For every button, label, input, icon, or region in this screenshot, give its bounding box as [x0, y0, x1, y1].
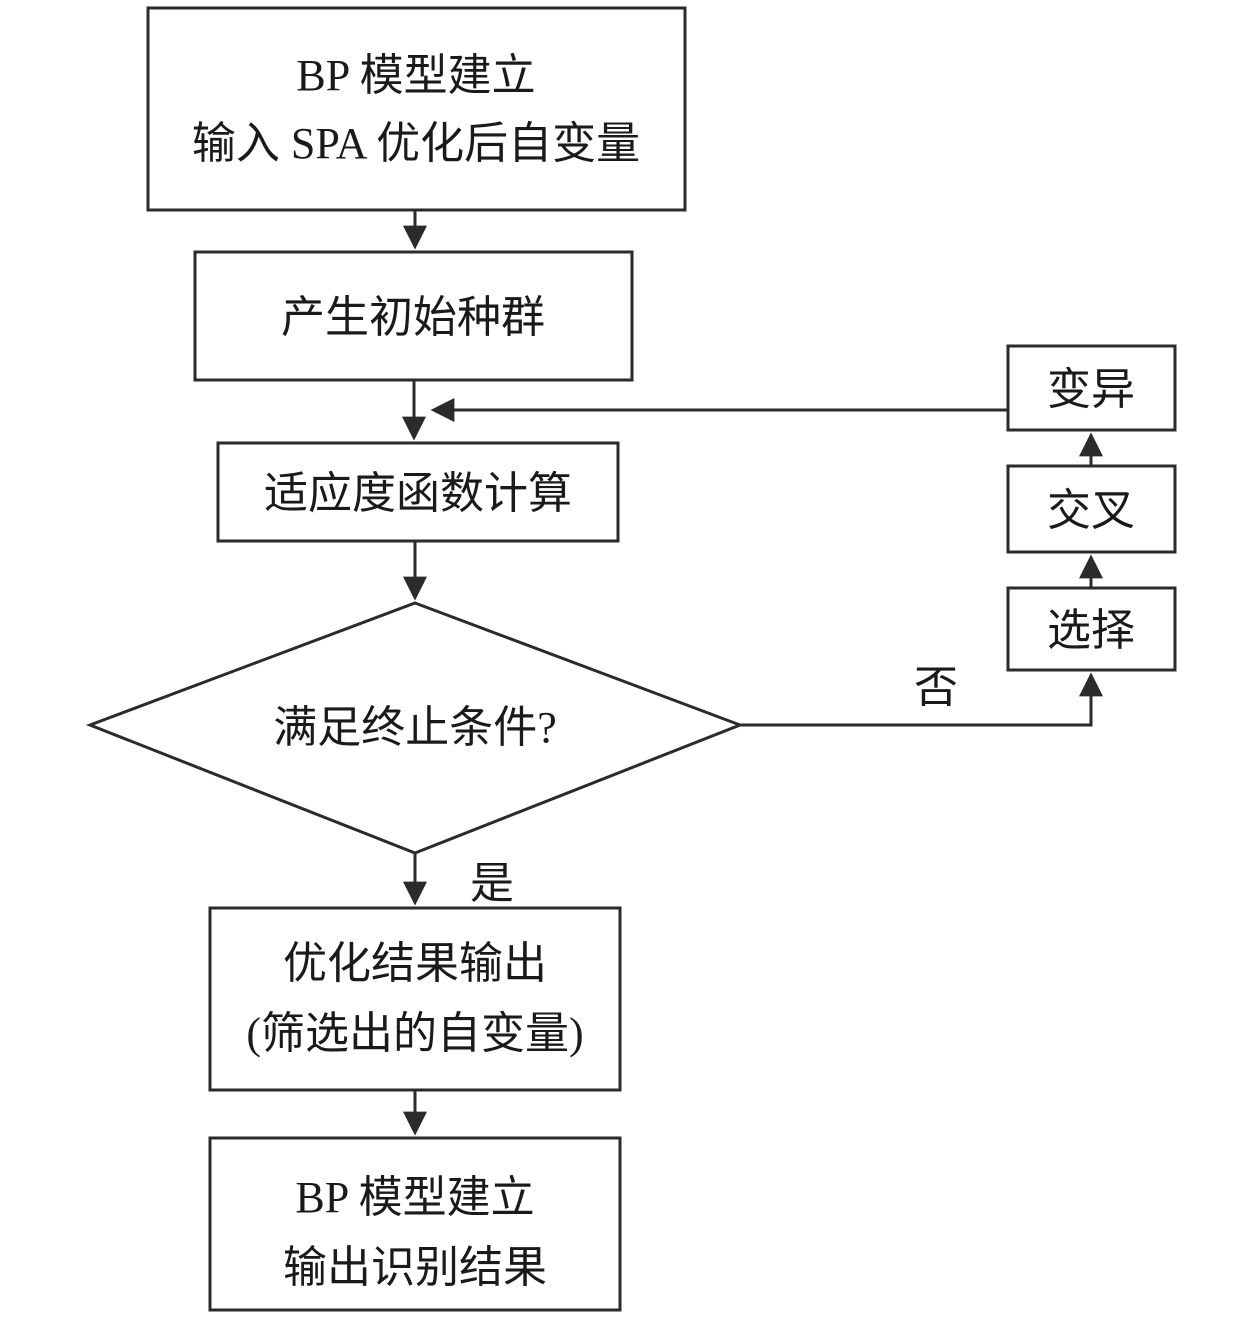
crossover-node [1006, 464, 1177, 554]
bp-model-input-node [146, 6, 687, 212]
initial-population-node [193, 250, 634, 382]
bp-model-input-label-line2: 输入 SPA 优化后自变量 [192, 119, 640, 168]
optimization-output-label-line1: 优化结果输出 [283, 939, 547, 988]
selection-node [1006, 586, 1177, 672]
edge-label-no: 否 [914, 663, 958, 712]
bp-model-output-label-line2: 输出识别结果 [283, 1243, 547, 1292]
optimization-output-node [208, 906, 622, 1092]
fitness-function-label: 适应度函数计算 [264, 469, 572, 518]
optimization-output-label-line2: (筛选出的自变量) [246, 1009, 583, 1058]
crossover-label: 交叉 [1047, 486, 1135, 535]
mutation-node [1006, 344, 1177, 432]
mutation-label: 变异 [1047, 365, 1135, 414]
fitness-function-node [216, 441, 620, 543]
termination-condition-node [85, 601, 745, 855]
edge-condition-no [740, 672, 1103, 727]
bp-model-input-label-line1: BP 模型建立 [296, 51, 535, 100]
initial-population-label: 产生初始种群 [281, 293, 545, 342]
selection-label: 选择 [1047, 606, 1135, 655]
termination-condition-label: 满足终止条件? [273, 703, 557, 752]
bp-model-output-label-line1: BP 模型建立 [295, 1173, 534, 1222]
edge-label-yes: 是 [470, 859, 514, 908]
bp-model-output-node [208, 1136, 622, 1312]
